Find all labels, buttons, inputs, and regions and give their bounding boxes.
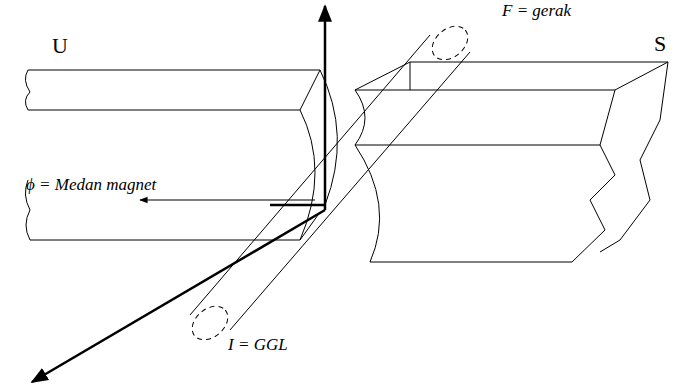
pole-label: S	[654, 32, 666, 56]
conductor	[186, 19, 475, 346]
force-label: F = gerak	[502, 2, 571, 21]
current-label: I = GGL	[228, 336, 288, 355]
north-pole	[25, 70, 337, 240]
south-pole	[355, 62, 668, 262]
field-label: ϕ = Medan magnet	[26, 176, 156, 195]
pole-label: U	[52, 34, 68, 58]
